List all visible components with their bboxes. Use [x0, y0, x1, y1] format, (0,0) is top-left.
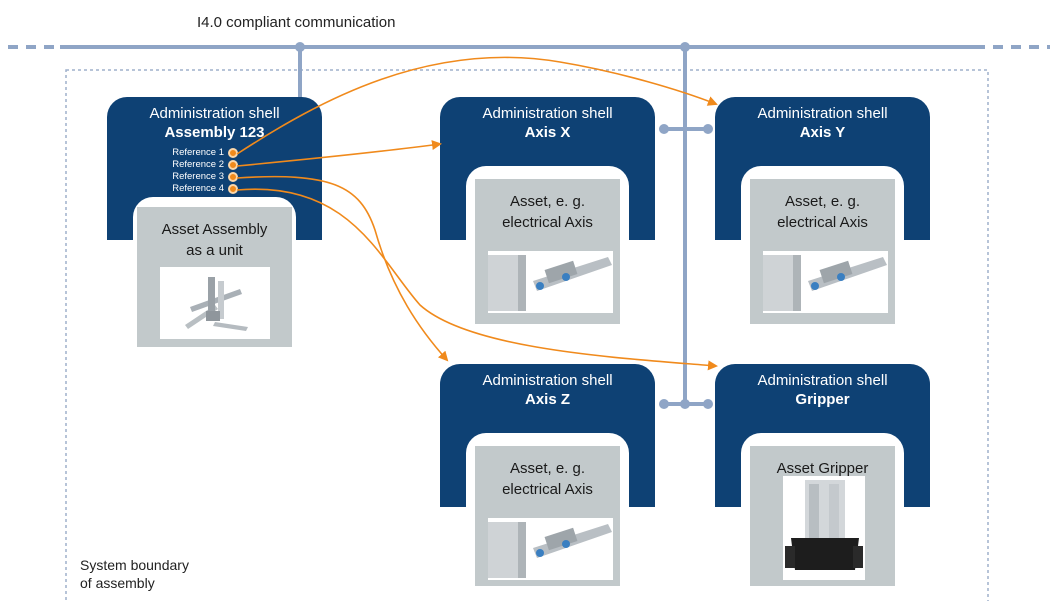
- arrow-reference-2-to-axis-x: [236, 140, 442, 167]
- shell-id: Axis X: [524, 124, 571, 141]
- node-gripper: [703, 399, 713, 409]
- shell-name: Administration shell: [757, 372, 888, 389]
- reference-dot-icon: [228, 172, 238, 182]
- shell-name: Administration shell: [482, 372, 613, 389]
- reference-1[interactable]: Reference 1: [118, 147, 238, 159]
- assembly-photo: [160, 267, 270, 339]
- shell-id: Axis Z: [524, 391, 570, 408]
- arrow-reference-4-to-gripper: [236, 188, 718, 371]
- asset-label: Asset Assembly as a unit: [161, 221, 268, 259]
- node-axis-y: [703, 124, 713, 134]
- asset-gripper[interactable]: Asset Gripper: [750, 446, 895, 586]
- electric-axis-icon: [488, 255, 612, 311]
- reference-2[interactable]: Reference 2: [118, 159, 238, 171]
- gripper-photo: [783, 476, 865, 580]
- node-axis-x: [659, 124, 669, 134]
- shell-name: Administration shell: [757, 105, 888, 122]
- axis-photo: [763, 251, 888, 313]
- asset-axis-y[interactable]: Asset, e. g. electrical Axis: [750, 179, 895, 324]
- shell-id: Axis Y: [799, 124, 846, 141]
- reference-3[interactable]: Reference 3: [118, 171, 238, 183]
- arrow-reference-3-to-axis-z: [236, 175, 449, 362]
- communication-label: I4.0 compliant communication: [197, 14, 396, 31]
- reference-list: Reference 1 Reference 2 Reference 3 Refe…: [118, 147, 238, 195]
- asset-label: Asset Gripper: [776, 460, 869, 477]
- reference-dot-icon: [228, 160, 238, 170]
- reference-dot-icon: [228, 184, 238, 194]
- node-trunk-bottom: [680, 399, 690, 409]
- gripper-icon: [785, 480, 863, 570]
- shell-name: Administration shell: [482, 105, 613, 122]
- boundary-label-line2: of assembly: [80, 575, 155, 591]
- axis-photo: [488, 251, 613, 313]
- trunk-bus-node: [680, 42, 690, 52]
- reference-label: Reference 4: [172, 183, 224, 194]
- asset-label: Asset, e. g. electrical Axis: [502, 193, 593, 231]
- reference-label: Reference 1: [172, 147, 224, 158]
- shell-id: Gripper: [795, 391, 850, 408]
- electric-axis-icon: [763, 255, 887, 311]
- electric-axis-icon: [488, 522, 612, 578]
- reference-label: Reference 3: [172, 171, 224, 182]
- asset-axis-x[interactable]: Asset, e. g. electrical Axis: [475, 179, 620, 324]
- shell-name: Administration shell: [149, 105, 280, 122]
- shell-id: Assembly 123: [164, 124, 265, 141]
- asset-assembly[interactable]: Asset Assembly as a unit: [137, 207, 292, 347]
- axis-photo: [488, 518, 613, 580]
- reference-dot-icon: [228, 148, 238, 158]
- system-boundary: [65, 69, 989, 601]
- boundary-label-line1: System boundary: [80, 557, 189, 573]
- arrow-reference-1-to-axis-y: [236, 56, 718, 155]
- reference-label: Reference 2: [172, 159, 224, 170]
- asset-label: Asset, e. g. electrical Axis: [502, 460, 593, 498]
- asset-label: Asset, e. g. electrical Axis: [777, 193, 868, 231]
- reference-4[interactable]: Reference 4: [118, 183, 238, 195]
- gantry-icon: [185, 277, 248, 331]
- asset-axis-z[interactable]: Asset, e. g. electrical Axis: [475, 446, 620, 586]
- system-boundary-label: System boundary of assembly: [80, 556, 189, 592]
- assembly-bus-node: [295, 42, 305, 52]
- node-axis-z: [659, 399, 669, 409]
